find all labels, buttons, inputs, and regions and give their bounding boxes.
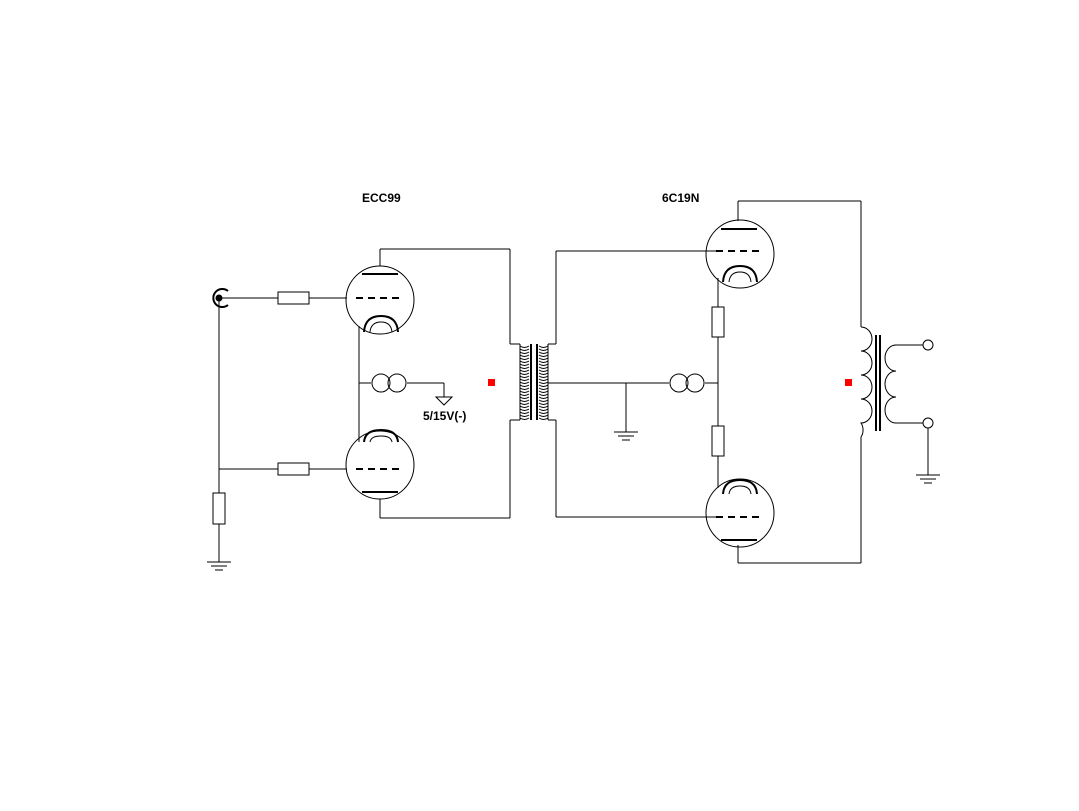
supply-symbol (434, 396, 454, 406)
winding-turn (538, 381, 549, 384)
ecc99-triode-top (345, 265, 415, 335)
winding-turn (519, 387, 530, 390)
winding-turn (519, 360, 530, 363)
winding-turn (538, 402, 549, 405)
winding-turn (538, 375, 549, 378)
winding-turn (519, 402, 530, 405)
grid-resistor-bottom (277, 462, 310, 476)
input-ground-resistor (212, 492, 226, 525)
winding-turn (538, 360, 549, 363)
interstage-transformer (519, 344, 549, 420)
winding-turn (519, 357, 530, 360)
winding-turn (519, 399, 530, 402)
winding-turn (519, 396, 530, 399)
current-source-output (669, 373, 705, 393)
winding-turn (538, 396, 549, 399)
winding-turn (519, 390, 530, 393)
driver-wiring (358, 248, 520, 519)
winding-turn (519, 417, 530, 420)
winding-turn (519, 369, 530, 372)
winding-turn (519, 351, 530, 354)
winding-turn (519, 378, 530, 381)
winding-turn (538, 354, 549, 357)
winding-turn (519, 345, 530, 348)
label-supply: 5/15V(-) (423, 409, 466, 423)
winding-turn (519, 348, 530, 351)
output-cathode-resistor-top (711, 306, 725, 338)
winding-turn (519, 408, 530, 411)
winding-turn (538, 405, 549, 408)
winding-turn (519, 384, 530, 387)
output-transformer (860, 326, 929, 475)
winding-turn (538, 411, 549, 414)
winding-turn (538, 414, 549, 417)
winding-turn (538, 387, 549, 390)
winding-turn (519, 363, 530, 366)
label-6c19n: 6C19N (662, 191, 699, 205)
winding-turn (538, 345, 549, 348)
winding-turn (519, 366, 530, 369)
label-ecc99: ECC99 (362, 191, 401, 205)
output-terminal-bottom (922, 417, 934, 429)
winding-turn (519, 381, 530, 384)
winding-turn (538, 399, 549, 402)
winding-turn (519, 411, 530, 414)
winding-turn (519, 375, 530, 378)
winding-turn (519, 414, 530, 417)
winding-turn (519, 405, 530, 408)
winding-turn (538, 408, 549, 411)
ground-symbol-middle (614, 431, 638, 441)
current-source-driver (371, 373, 407, 393)
ground-symbol-output (916, 474, 940, 484)
winding-turn (538, 351, 549, 354)
grid-resistor-top (277, 291, 310, 305)
winding-turn (538, 357, 549, 360)
winding-turn (538, 348, 549, 351)
6c19n-triode-top (705, 219, 775, 289)
winding-turn (519, 393, 530, 396)
winding-turn (519, 372, 530, 375)
output-cathode-resistor-bottom (711, 425, 725, 457)
ground-symbol-input (207, 561, 231, 571)
winding-turn (538, 372, 549, 375)
output-terminal-top (922, 339, 934, 351)
marker-interstage (488, 379, 495, 386)
winding-turn (538, 417, 549, 420)
winding-turn (538, 384, 549, 387)
winding-turn (538, 369, 549, 372)
output-wiring (548, 200, 862, 564)
6c19n-triode-bottom (705, 478, 775, 548)
marker-output (845, 379, 852, 386)
winding-turn (538, 363, 549, 366)
winding-turn (538, 366, 549, 369)
input-wires (218, 297, 347, 562)
winding-turn (519, 354, 530, 357)
winding-turn (538, 378, 549, 381)
ecc99-triode-bottom (345, 428, 415, 500)
winding-turn (538, 393, 549, 396)
winding-turn (538, 390, 549, 393)
